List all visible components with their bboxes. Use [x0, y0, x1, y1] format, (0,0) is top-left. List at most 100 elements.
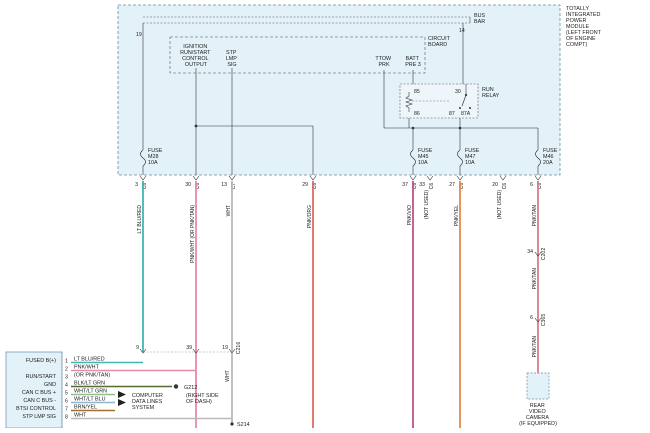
camera-connector-tag: C202: [541, 248, 547, 261]
row-wire-label: WHT/LT BLU: [74, 397, 106, 403]
connector-chevron: [309, 175, 317, 181]
c216-tag: C216: [236, 342, 242, 355]
row-pin: 4: [65, 383, 68, 389]
arrow-icon: [118, 399, 126, 406]
ground-g212: [173, 384, 179, 389]
row-pin: 3: [65, 375, 68, 381]
camera-wire-label: PNK/TAN: [532, 336, 538, 358]
lower-wht-label: WHT: [225, 370, 231, 381]
connector-chevron: [426, 175, 434, 181]
wire-label: PNK/YEL: [454, 205, 460, 226]
circuit-board: [169, 36, 426, 74]
row-wire-label: LT BLU/RED: [74, 357, 105, 363]
lower-module: [5, 351, 63, 429]
c216-chevron: [192, 348, 200, 354]
row-pin: 2: [65, 367, 68, 373]
bottom-pin: 27: [449, 182, 455, 188]
connector-chevron: [456, 175, 464, 181]
bottom-pin: 20: [492, 182, 498, 188]
bottom-pin: 37: [402, 182, 408, 188]
camera-connector: [534, 251, 542, 257]
bottom-pin: 33: [419, 182, 425, 188]
connector-chevron: [534, 175, 542, 181]
fuse-m45-label: FUSE M45 10A: [418, 148, 434, 166]
fuse-m46-label: FUSE M46 20A: [543, 148, 559, 166]
c216-chevron: [139, 348, 147, 354]
row-wire-label: (OR PNK/TAN): [74, 373, 110, 379]
left-connector-label: CAN C BUS -: [23, 398, 56, 404]
c216-pin: 9: [136, 345, 139, 351]
fuse-m28-symbol: [140, 149, 146, 167]
camera-pin: 34: [527, 249, 533, 255]
batt-pre3-label: BATT PRE 3: [405, 56, 421, 68]
connector-chevron: [192, 175, 200, 181]
rear-camera: [526, 372, 550, 400]
row-wire-label: BRN/YEL: [74, 405, 97, 411]
fuse-m47-label: FUSE M47 10A: [465, 148, 481, 166]
connector-tag: C6: [195, 183, 201, 190]
wire-label: WHT: [226, 205, 232, 216]
connector-chevron: [139, 175, 147, 181]
connector-tag: C6: [537, 183, 543, 190]
run-relay-label: RUN RELAY: [482, 87, 500, 99]
data-lines-label: SYSTEM: [132, 405, 155, 411]
wire-label: PNK/TAN: [532, 205, 538, 227]
connector-tag: C6: [459, 183, 465, 190]
connector-tag: C6: [142, 183, 148, 190]
row-pin: 6: [65, 399, 68, 405]
ground-location: OF DASH): [186, 399, 212, 405]
relay-pin-86: 86: [414, 111, 420, 117]
camera-connector-tag: C365: [541, 314, 547, 327]
left-connector-label: RUN/START: [26, 374, 57, 380]
junction-fuse-m47: [458, 126, 462, 130]
row-wire-label: WHT/LT GRN: [74, 389, 107, 395]
connector-tag: C6: [429, 183, 435, 190]
camera-wire-label: PNK/TAN: [532, 268, 538, 290]
relay-pin-87a: 87A: [461, 111, 471, 117]
bottom-pin: 30: [185, 182, 191, 188]
bottom-pin: 13: [221, 182, 227, 188]
connector-chevron: [228, 175, 236, 181]
connector-chevron: [499, 175, 507, 181]
connector-tag: C6: [502, 183, 508, 190]
row-pin: 7: [65, 407, 68, 413]
left-connector-label: STP LMP SIG: [22, 414, 56, 420]
wire-label: PNK/ORG: [307, 205, 313, 228]
left-connector-label: CAN C BUS +: [22, 390, 56, 396]
row-wire-label: BLK/LT GRN: [74, 381, 105, 387]
row-wire-label: PNK/WHT: [74, 365, 100, 371]
relay-pin-30: 30: [455, 89, 461, 95]
fuse-m46-symbol: [535, 149, 541, 167]
row-wire-label: WHT: [74, 413, 87, 419]
relay-node-87: [459, 107, 461, 109]
row-pin: 5: [65, 391, 68, 397]
junction-ignition: [194, 124, 198, 128]
camera-pin: 6: [530, 315, 533, 321]
relay-node-87a: [469, 107, 471, 109]
fuse-m47-symbol: [457, 149, 463, 167]
bottom-pin: 6: [530, 182, 533, 188]
relay-coil: [405, 92, 413, 112]
fuse-m45-symbol: [410, 149, 416, 167]
junction-fuse-m45: [411, 126, 415, 130]
bottom-pin: 3: [135, 182, 138, 188]
camera-connector: [534, 317, 542, 323]
circuit-board-label: CIRCUIT BOARD: [428, 36, 451, 48]
splice-label: S214: [237, 422, 250, 428]
ground-label: G212: [184, 385, 197, 391]
bus-pin-19: 19: [136, 32, 142, 38]
rear-camera-label: REAR VIDEO CAMERA (IF EQUIPPED): [519, 403, 557, 427]
wire-label: PNK/VIO: [407, 205, 413, 225]
wire-label: LT BLU/RED: [137, 205, 143, 234]
ignition-output-label: IGNITION RUN/START CONTROL OUTPUT: [180, 44, 212, 68]
fuse-leads: [142, 166, 539, 175]
wire-label: PNK/WHT (OR PNK/TAN): [190, 205, 196, 263]
connector-tag: C6: [312, 183, 318, 190]
relay-pin-85: 85: [414, 89, 420, 95]
row-pin: 8: [65, 415, 68, 421]
connector-chevron: [409, 175, 417, 181]
relay-pin-87: 87: [449, 111, 455, 117]
